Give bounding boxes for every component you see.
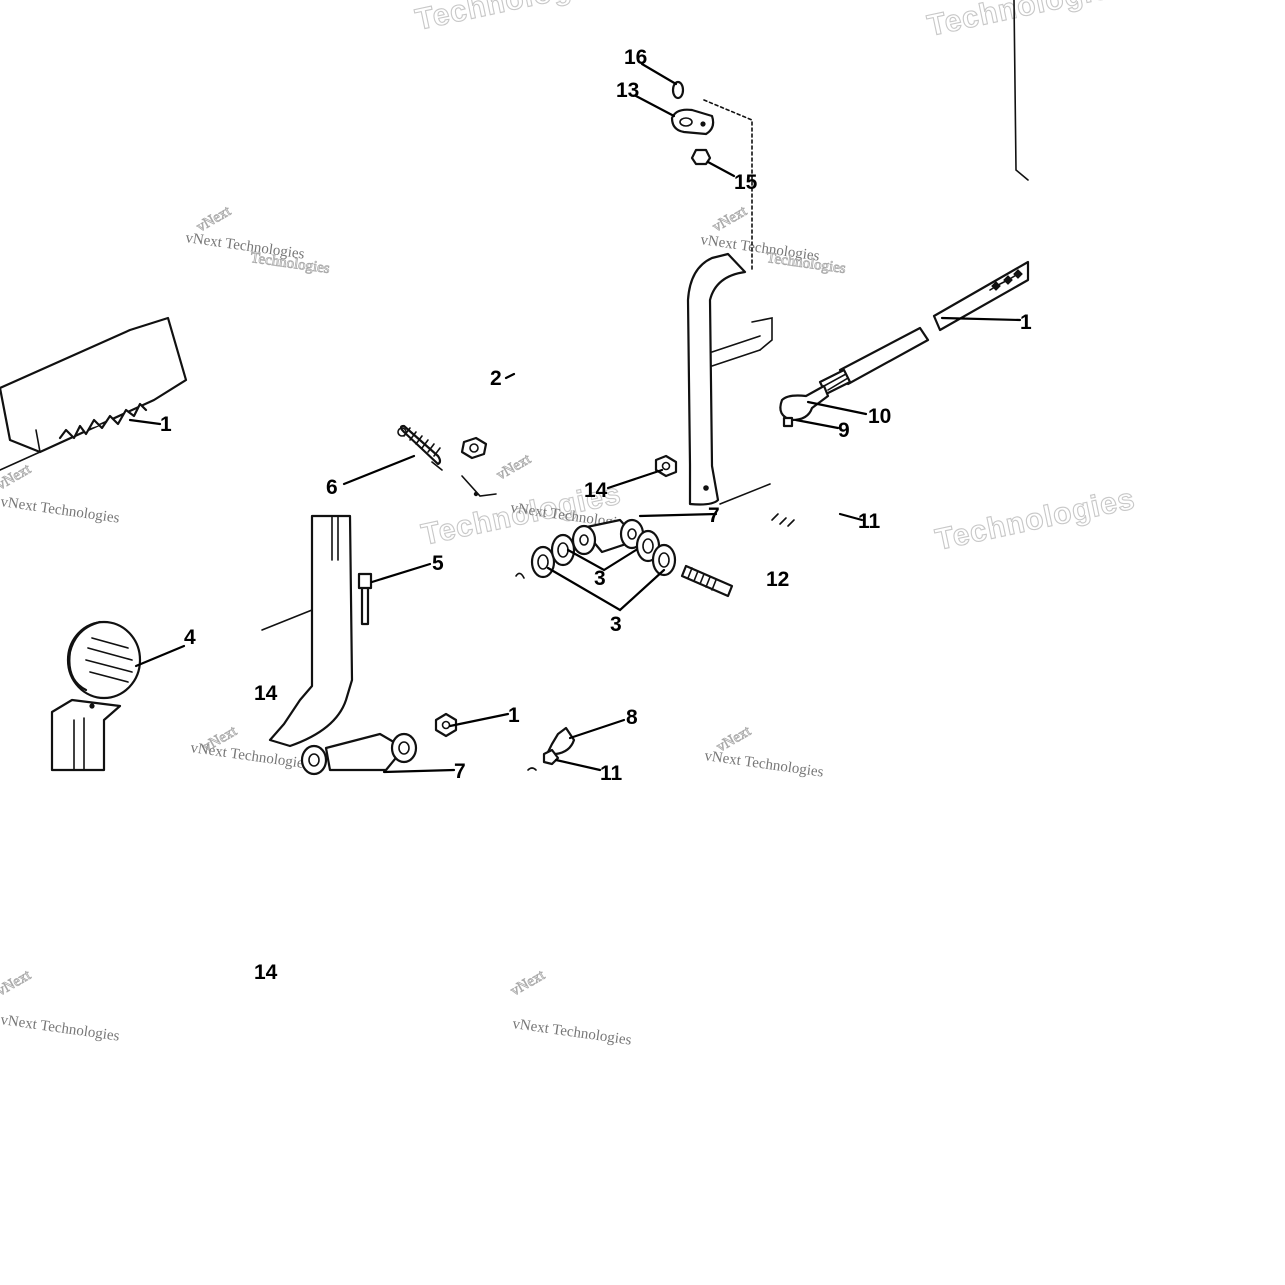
rod-sleeve — [838, 326, 930, 386]
leader-3b — [546, 566, 666, 612]
watermark-vnext: vNext — [0, 461, 34, 494]
leader-10 — [806, 400, 868, 416]
watermark-technologies: Technologies — [933, 482, 1139, 557]
callout-10: 10 — [868, 405, 891, 428]
callout-numbers: 16 13 15 1 2 10 9 1 6 14 7 11 5 3 12 3 4… — [160, 46, 1032, 984]
spacer-bushings-7 — [571, 518, 645, 556]
leader-15 — [706, 160, 736, 178]
deck-plate — [0, 316, 188, 471]
leader-6 — [342, 454, 416, 486]
clevis-pin-5 — [357, 572, 373, 626]
callout-13: 13 — [616, 79, 639, 102]
callout-3-upper: 3 — [594, 567, 606, 590]
watermark-vnext: vNext — [494, 451, 534, 484]
pedal-arm — [686, 252, 747, 506]
washer-16 — [671, 80, 685, 100]
pedal-arm-left — [261, 514, 354, 748]
nut-2-assembly — [460, 436, 497, 497]
leader-7b — [382, 768, 456, 774]
callout-1: 1 — [160, 413, 172, 436]
leader-11b — [554, 758, 602, 772]
callout-3-lower: 3 — [610, 613, 622, 636]
leader-18 — [448, 712, 510, 728]
callout-9: 9 — [838, 419, 850, 442]
pedal-mount — [50, 698, 122, 772]
callout-6: 6 — [326, 476, 338, 499]
jam-nut-9 — [782, 416, 794, 428]
watermark-line: vNext Technologies — [703, 748, 824, 781]
callout-16: 16 — [624, 46, 647, 69]
rod-end-10 — [779, 384, 830, 422]
callout-5: 5 — [432, 552, 444, 575]
leader-4 — [134, 644, 186, 668]
washer — [530, 545, 556, 579]
callout-1-lower: 1 — [508, 704, 520, 727]
callout-7-upper: 7 — [708, 504, 720, 527]
watermark-technologies: Technologies — [925, 0, 1131, 43]
callout-14-bottom: 14 — [254, 961, 278, 984]
cable-rod-assembly — [779, 326, 930, 428]
callout-15: 15 — [734, 171, 758, 194]
watermark-vnext: vNext — [0, 967, 34, 1000]
nut-lower — [434, 712, 458, 738]
leader-14a — [606, 468, 664, 490]
watermark-vnext: vNext — [508, 967, 548, 1000]
washer — [550, 533, 576, 567]
bushing-7 — [324, 732, 406, 772]
nut — [460, 436, 488, 460]
fitting-nut-11 — [542, 748, 560, 766]
brake-pedal-pad-4 — [50, 620, 142, 772]
watermarks: Technologies Technologies Technologies T… — [0, 0, 1139, 1049]
watermark-technologies: Technologies — [413, 0, 619, 37]
leader-11a — [838, 512, 864, 522]
callout-11-upper: 11 — [858, 510, 881, 533]
callout-1-rod: 1 — [1020, 311, 1032, 334]
lower-hardware — [300, 712, 576, 776]
spring-clip-1 — [58, 402, 148, 440]
callout-14-mid: 14 — [254, 682, 278, 705]
callout-7-lower: 7 — [454, 760, 466, 783]
leader-7a — [638, 512, 718, 518]
callout-11-lower: 11 — [600, 762, 623, 785]
leader-3a — [566, 548, 638, 572]
washers-3 — [515, 529, 677, 579]
leader-17 — [940, 316, 1022, 322]
leader-lines — [128, 62, 1022, 774]
leader-5 — [370, 562, 432, 584]
callout-2: 2 — [490, 367, 502, 390]
watermark-line: vNext Technologies — [0, 494, 121, 527]
nut-14 — [654, 454, 678, 478]
leader-8 — [568, 718, 626, 740]
nut-15 — [690, 148, 712, 166]
callout-14-upper: 14 — [584, 479, 608, 502]
callout-8: 8 — [626, 706, 638, 729]
watermark-line: vNext Technologies — [0, 1012, 121, 1045]
callout-4: 4 — [184, 626, 196, 649]
watermark-line: vNext Technologies — [511, 1016, 632, 1049]
linkage-rod — [932, 260, 1030, 332]
frame-panel — [1013, 0, 1029, 181]
leader-13 — [634, 94, 676, 118]
washer-lower — [300, 744, 328, 776]
leader-16 — [640, 62, 678, 86]
leader-1 — [128, 418, 162, 426]
return-spring-6 — [397, 424, 443, 471]
callout-12: 12 — [766, 568, 789, 591]
leader-2 — [504, 372, 516, 380]
watermark-vnext: vNext — [710, 203, 750, 236]
pedal-arm-right — [686, 252, 773, 506]
bolt-12 — [680, 513, 795, 598]
pivot-bracket-assembly — [670, 80, 753, 271]
watermark-vnext: vNext — [194, 203, 234, 236]
washer — [651, 543, 677, 577]
leader-9 — [794, 418, 840, 430]
